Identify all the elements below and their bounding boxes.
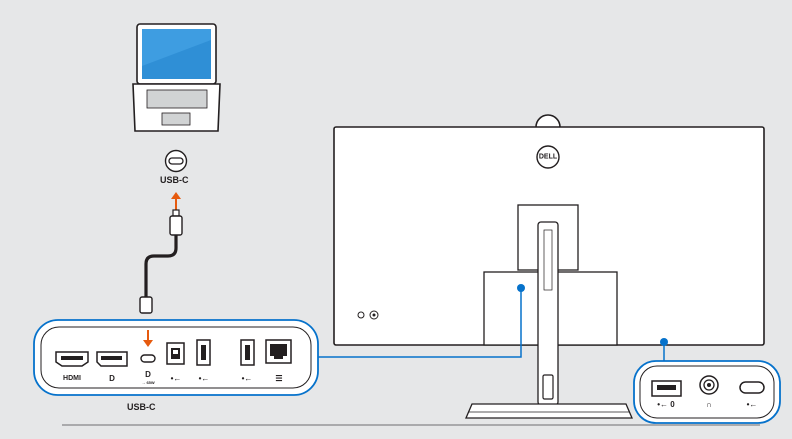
- monitor-illustration: [333, 114, 765, 419]
- laptop-usb-c-label: USB-C: [160, 175, 189, 185]
- headphone-jack-icon: [699, 375, 719, 395]
- arrow-up-icon: [171, 192, 181, 210]
- usb-down-label: •←: [198, 374, 210, 383]
- lan-label: ☰: [275, 374, 283, 383]
- usb-c-cable: [144, 235, 178, 297]
- side-usb-a-label: •← 0: [657, 400, 675, 409]
- arrow-down-icon: [143, 330, 153, 347]
- dp-out-label: D: [145, 370, 151, 379]
- dell-logo-text: DELL: [538, 153, 558, 161]
- back-ports-panel: [33, 319, 319, 396]
- side-usb-a-port-icon: [651, 380, 682, 397]
- dell-logo: [536, 145, 560, 169]
- monitor-usb-c-label: USB-C: [127, 402, 156, 412]
- ethernet-port-icon: [265, 339, 292, 364]
- side-usb-c-port-icon: [739, 381, 765, 394]
- laptop-usb-c-port-icon: [164, 149, 188, 173]
- side-usb-c-label: •←: [746, 400, 758, 409]
- usb-b-upstream-port-icon: [166, 342, 185, 365]
- dp-in-label: D: [109, 374, 115, 383]
- usb-c-displayport-out-port-icon: [140, 354, 156, 363]
- dp-out-sub-label: → 65W: [141, 380, 155, 385]
- laptop-illustration: [132, 23, 221, 132]
- side-audio-label: ∩: [706, 400, 712, 409]
- callout-lines: [318, 284, 668, 361]
- cable-connector-bottom: [139, 296, 153, 314]
- displayport-in-port-icon: [96, 351, 128, 367]
- power-button-icon: [357, 311, 365, 319]
- joystick-icon: [369, 310, 379, 320]
- cable-connector-top: [169, 209, 183, 236]
- side-ports-panel: [633, 360, 781, 424]
- usb-a-port-icon: [196, 339, 211, 366]
- usb-a-label: •←: [241, 374, 253, 383]
- usb-a-port-icon-2: [240, 339, 255, 366]
- hdmi-label: HDMI: [63, 375, 81, 382]
- usb-up-label: •←: [170, 374, 182, 383]
- hdmi-port-icon: [55, 351, 89, 367]
